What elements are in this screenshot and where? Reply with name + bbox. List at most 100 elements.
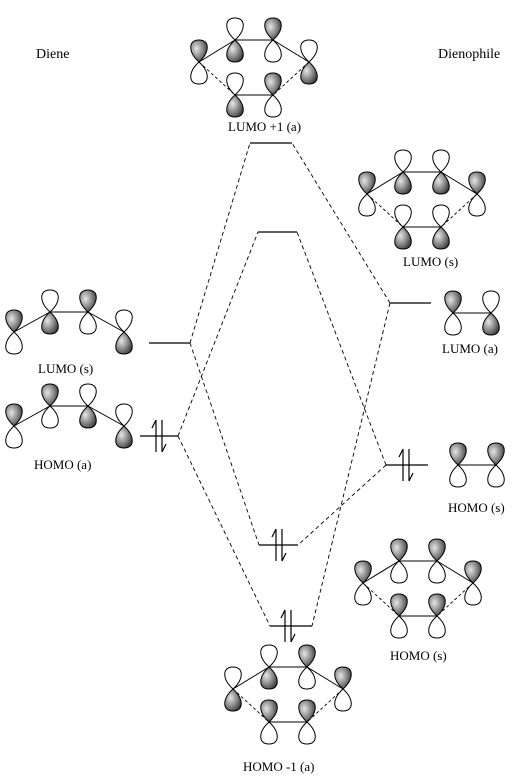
forming-bond [272,61,310,96]
p-lobe [298,721,316,745]
p-lobe [41,311,59,335]
orbital-drawings [5,17,505,745]
p-lobe [260,699,278,723]
p-lobe [226,94,244,118]
p-lobe [390,560,408,584]
p-lobe [5,403,23,427]
sigma-bond [362,560,400,584]
complex-lumo-s-orbital [358,149,486,250]
p-lobe [428,593,446,617]
p-lobe [264,94,282,118]
p-lobe [468,193,486,217]
p-orbital [264,17,282,63]
p-orbital [300,39,318,85]
corr-diene-homo-to-lumo [177,231,259,437]
sigma-bond [13,405,51,427]
p-lobe [115,309,133,333]
p-orbital [5,403,23,449]
p-lobe [226,39,244,63]
forming-bond [306,688,344,723]
label-lumo-a-dienophile: LUMO (a) [442,341,498,356]
forming-bond [232,688,270,723]
p-lobe [358,171,376,195]
p-lobe [41,405,59,429]
p-lobe [334,666,352,690]
sigma-bond [306,666,344,690]
p-lobe [390,538,408,562]
p-lobe [79,289,97,313]
label-lumo-s-diene: LUMO (s) [38,361,93,376]
p-lobe [115,403,133,427]
p-lobe [298,699,316,723]
p-lobe [264,72,282,96]
dienophile-homo-orbital [449,442,505,488]
dienophile-lumo-orbital [444,290,500,336]
p-orbital [79,289,97,335]
p-orbital [264,72,282,118]
p-lobe [394,171,412,195]
p-lobe [444,312,462,336]
p-orbital [482,290,500,336]
p-lobe [5,425,23,449]
p-lobe [390,615,408,639]
p-lobe [190,39,208,63]
p-orbital [428,593,446,639]
p-lobe [298,644,316,668]
electron-pair-homo-diene [151,419,167,453]
p-lobe [264,39,282,63]
p-lobe [226,72,244,96]
p-lobe [224,688,242,712]
p-orbital [260,699,278,745]
p-orbital [41,289,59,335]
p-lobe [428,560,446,584]
p-lobe [428,615,446,639]
p-lobe [487,442,505,466]
p-lobe [226,17,244,41]
p-orbital [444,290,462,336]
sigma-bond [436,560,474,584]
diene-lumo-orbital [5,289,133,355]
p-orbital [390,593,408,639]
p-lobe [334,688,352,712]
p-orbital [298,644,316,690]
p-orbital [449,442,467,488]
forming-bond [440,193,478,228]
corr-diene-lumo-to-lumo-plus1 [189,142,251,344]
p-orbital [354,560,372,606]
sigma-bond [232,666,270,690]
p-orbital [390,538,408,584]
p-lobe [354,560,372,584]
electron-pair-homo-dienophile [398,448,414,482]
p-orbital [226,72,244,118]
p-lobe [482,312,500,336]
p-orbital [432,149,450,195]
p-orbital [468,171,486,217]
p-lobe [264,17,282,41]
p-lobe [432,204,450,228]
p-orbital [190,39,208,85]
p-lobe [79,405,97,429]
p-lobe [482,290,500,314]
label-lumo-plus1-a: LUMO +1 (a) [228,119,301,134]
p-orbital [432,204,450,250]
p-orbital [464,560,482,606]
corr-dienophile-lumo-to-homo-minus1 [311,302,391,627]
label-lumo-s-dienophile: LUMO (s) [403,254,458,269]
sigma-bond [440,171,478,195]
p-lobe [260,666,278,690]
complex-homo-minus1-orbital [224,644,352,745]
p-orbital [115,403,133,449]
p-lobe [298,666,316,690]
p-lobe [5,309,23,333]
p-lobe [79,383,97,407]
p-lobe [428,538,446,562]
label-homo-a-diene: HOMO (a) [34,457,91,472]
p-orbital [428,538,446,584]
label-homo-minus1-a: HOMO -1 (a) [243,759,314,774]
p-lobe [432,226,450,250]
p-lobe [468,171,486,195]
p-lobe [449,442,467,466]
p-lobe [79,311,97,335]
sigma-bond [198,39,236,63]
